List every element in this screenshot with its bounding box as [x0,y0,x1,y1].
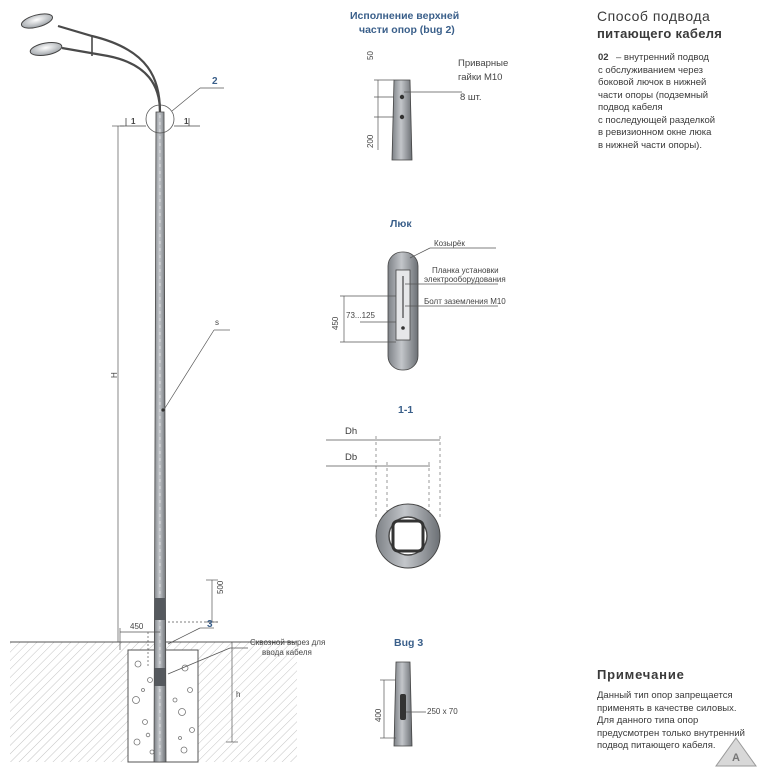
supply-text-line: с последующей разделкой [598,114,716,126]
corner-logo: A [715,737,757,767]
bug3-dim-slot: 250 x 70 [427,707,458,716]
main-pole [153,111,167,763]
callout-s: s [215,318,219,327]
supply-text-line: боковой лючок в нижней [598,77,707,88]
dimension-H [112,125,124,643]
supply-text-line: в ревизионном окне люка [598,127,712,138]
concrete-fill [132,660,195,755]
callout-3: 3 [207,619,213,630]
section-title: 1-1 [398,404,414,416]
dimension-500 [168,579,218,623]
lamp-heads [20,13,63,57]
supply-title-line2: питающего кабеля [597,26,723,41]
dim-200-label: 200 [366,134,375,148]
cable-cut-line2: ввода кабеля [262,648,312,657]
supply-text-line: с обслуживанием через [598,64,703,76]
hatch-dim-width: 73...125 [346,311,375,320]
bug3-title: Bug 3 [394,637,424,649]
dim-500-label: 500 [216,580,225,594]
supply-title-line1: Способ подвода [597,8,711,24]
hatch-dim-450: 450 [331,316,340,330]
note-text-line: Для данного типа опор [597,715,699,726]
hatch-plate-line1: Планка установки [432,266,499,275]
supply-text-line: подвод кабеля [598,102,663,113]
cable-cut-line1: Сквозной вырез для [250,638,326,647]
dim-50-label: 50 [366,51,375,60]
note-text-line: предусмотрен только внутренний [597,727,745,739]
supply-code: 02 [598,52,609,63]
top-detail-title-line1: Исполнение верхней [350,10,460,22]
hatch-plate-line2: электрооборудования [424,275,506,284]
section-dh-label: Dh [345,426,358,437]
hatch-bolt-label: Болт заземления М10 [424,297,506,306]
bug3-drawing [380,661,426,747]
hatch-visor-label: Козырёк [434,239,465,248]
section-1-1-drawing [326,436,441,569]
welded-nuts-line2: гайки М10 [458,72,503,83]
note-text-line: Данный тип опор запрещается [597,690,733,701]
welded-nuts-line3: 8 шт. [460,92,482,103]
note-title: Примечание [597,667,685,682]
detail-circle-2 [145,104,175,134]
dim-450-main: 450 [130,622,144,631]
top-detail-pole [374,79,462,161]
dimension-450-left [119,628,160,668]
hatch-detail-drawing [340,247,498,371]
bug3-dim-400: 400 [374,708,383,722]
ground-section [10,641,297,763]
callout-1-left: 1 [131,117,136,126]
dim-H-label: H [110,372,119,378]
supply-method-heading: Способ подвода питающего кабеля [597,8,757,42]
top-detail-title-line2: части опор (bug 2) [359,24,455,36]
dimension-h [226,641,238,743]
callout-1-right: 1 [184,117,189,126]
welded-nuts-line1: Приварные [458,58,509,69]
svg-text:A: A [732,752,740,764]
section-marks [120,118,200,127]
note-text-line: подвод питающего кабеля. [597,740,716,751]
note-text-line: применять в качестве силовых. [597,702,737,714]
section-db-label: Db [345,452,358,463]
lamp-brackets [57,24,162,113]
hatch-title: Люк [390,218,412,230]
supply-text-line: – внутренний подвод [616,52,709,63]
callout-2: 2 [212,76,218,87]
dim-h-label: h [236,690,241,699]
supply-text-line: в нижней части опоры). [598,139,702,151]
supply-text-line: части опоры (подземный [598,89,709,101]
